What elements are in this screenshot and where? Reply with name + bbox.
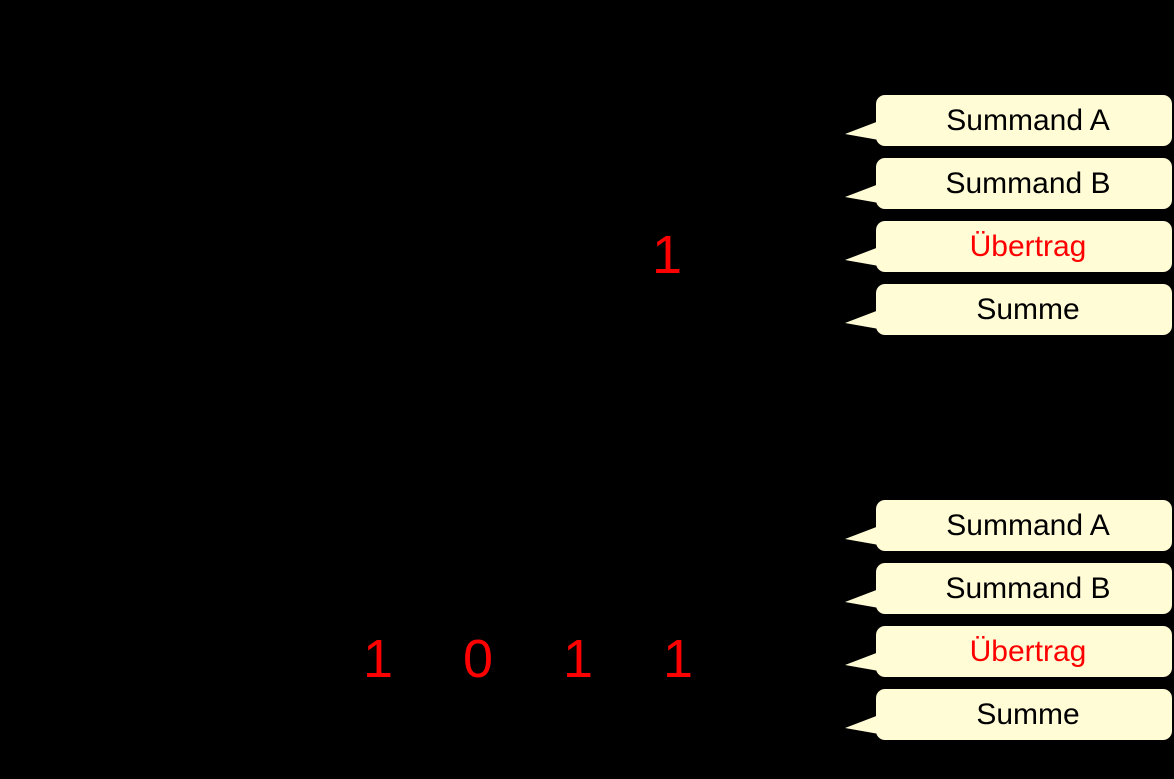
callout-pointer-icon — [845, 522, 879, 546]
carry-digit: 0 — [462, 629, 494, 689]
callout-bubble[interactable]: Summand A — [845, 500, 1174, 551]
callout-bubble[interactable]: Summe — [845, 689, 1174, 740]
callout-bubble[interactable]: Summand B — [845, 158, 1174, 209]
callout-body[interactable]: Übertrag — [876, 221, 1172, 272]
callout-label: Summand B — [945, 571, 1111, 605]
callout-bubble[interactable]: Übertrag — [845, 626, 1174, 677]
callout-label: Summe — [976, 697, 1080, 731]
callout-pointer-icon — [845, 306, 879, 330]
callout-label: Summe — [976, 292, 1080, 326]
callout-body[interactable]: Summe — [876, 689, 1172, 740]
callout-pointer-icon — [845, 243, 879, 267]
callout-body[interactable]: Summe — [876, 284, 1172, 335]
callout-label: Übertrag — [969, 229, 1087, 263]
callout-body[interactable]: Summand A — [876, 95, 1172, 146]
callout-bubble[interactable]: Summand A — [845, 95, 1174, 146]
callout-label: Übertrag — [969, 634, 1087, 668]
callout-body[interactable]: Summand B — [876, 563, 1172, 614]
carry-digit: 1 — [562, 629, 594, 689]
callout-label: Summand A — [946, 103, 1110, 137]
callout-body[interactable]: Summand A — [876, 500, 1172, 551]
callout-label: Summand B — [945, 166, 1111, 200]
callout-pointer-icon — [845, 585, 879, 609]
callout-bubble[interactable]: Summe — [845, 284, 1174, 335]
callout-bubble[interactable]: Übertrag — [845, 221, 1174, 272]
callout-pointer-icon — [845, 711, 879, 735]
callout-pointer-icon — [845, 648, 879, 672]
callout-body[interactable]: Übertrag — [876, 626, 1172, 677]
callout-pointer-icon — [845, 180, 879, 204]
callout-label: Summand A — [946, 508, 1110, 542]
carry-digit: 1 — [662, 629, 694, 689]
carry-digit: 1 — [651, 225, 683, 285]
carry-digit: 1 — [362, 629, 394, 689]
callout-pointer-icon — [845, 117, 879, 141]
callout-body[interactable]: Summand B — [876, 158, 1172, 209]
callout-bubble[interactable]: Summand B — [845, 563, 1174, 614]
